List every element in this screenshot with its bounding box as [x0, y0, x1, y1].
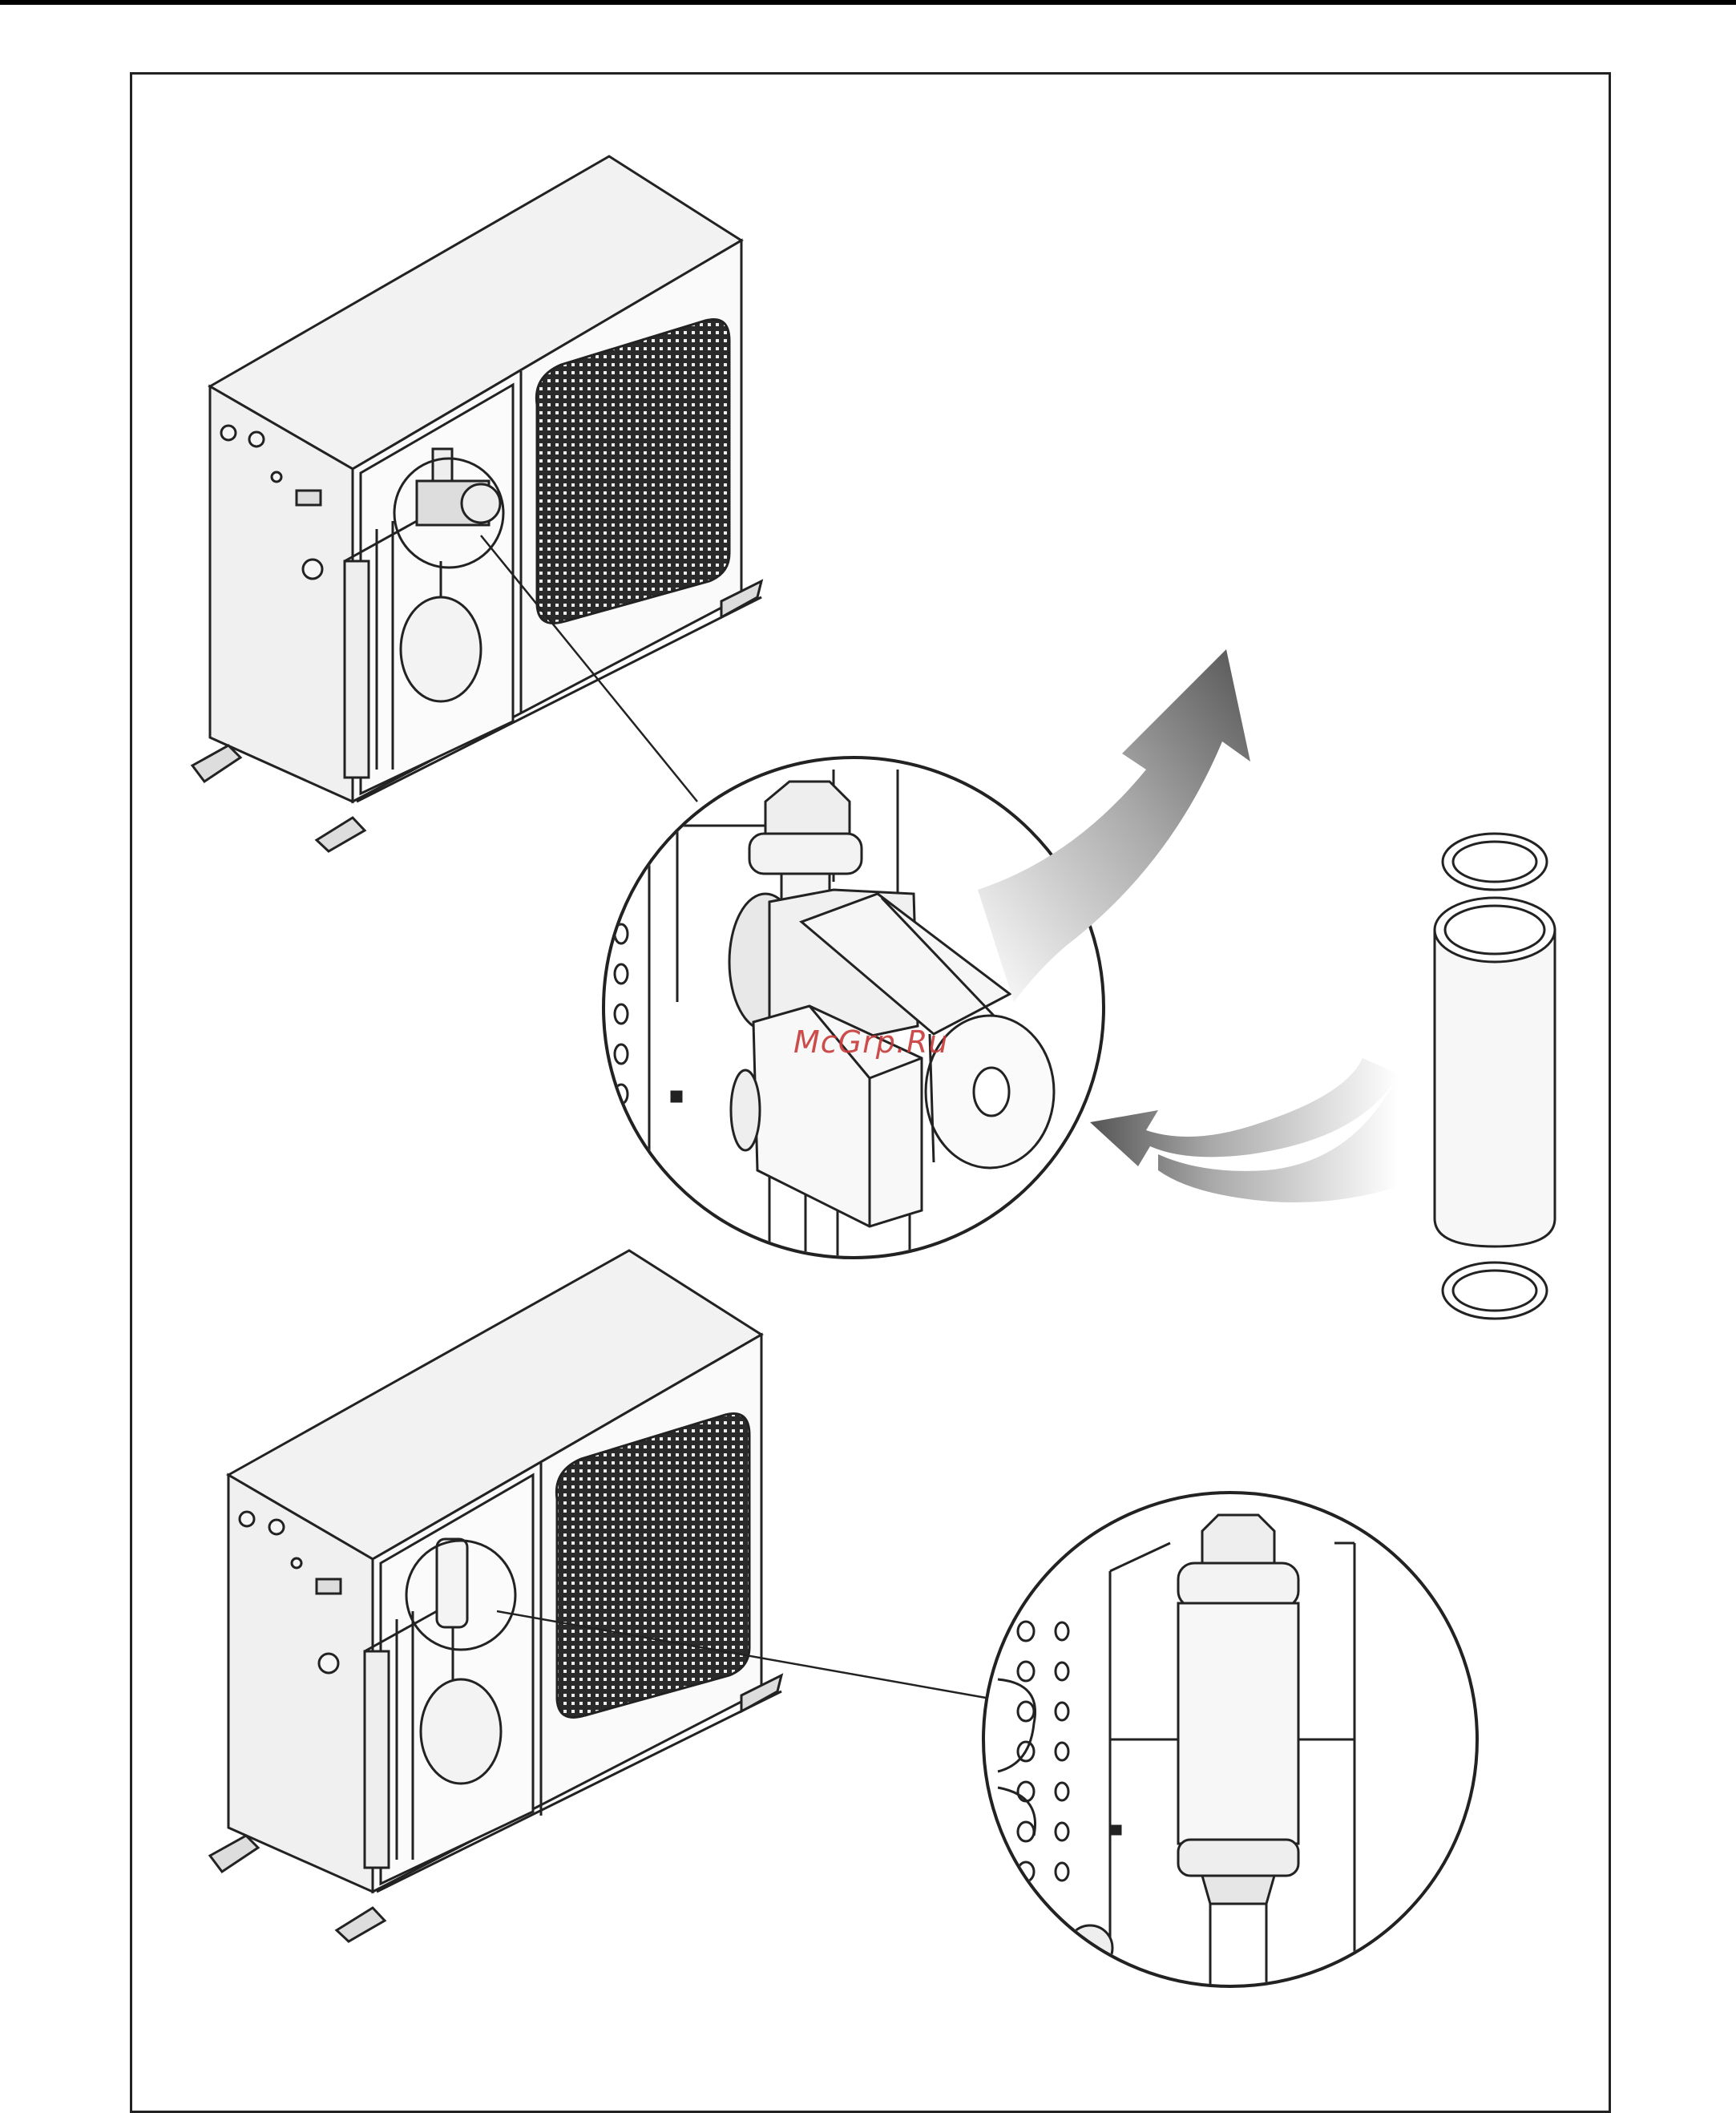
- outdoor-unit-after: [210, 1250, 781, 1941]
- lower-gasket: [1443, 1263, 1547, 1319]
- fan-grille: [536, 319, 729, 623]
- pipe-detail: [983, 1493, 1477, 1988]
- upper-gasket: [1443, 834, 1547, 890]
- replacement-pipe: [1435, 898, 1555, 1246]
- watermark-text: McGrp.Ru: [793, 1024, 948, 1060]
- insert-arrow: [1090, 1058, 1399, 1202]
- outdoor-unit-before: [192, 156, 761, 851]
- pump-detail: [604, 758, 1104, 1259]
- replacement-pipe-kit: [1435, 834, 1555, 1319]
